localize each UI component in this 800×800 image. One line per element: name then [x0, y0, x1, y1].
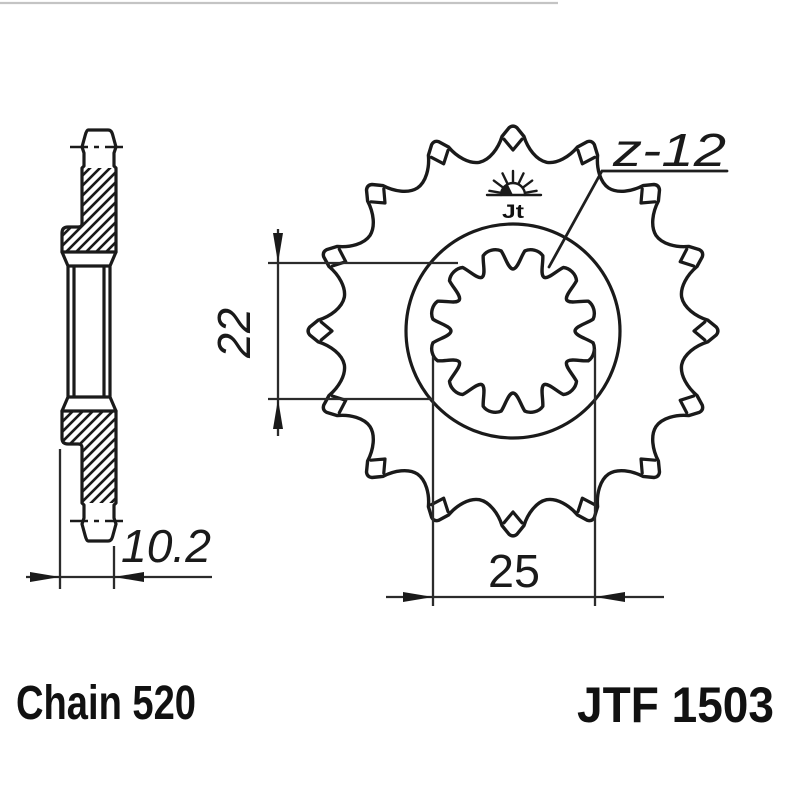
dim-tooth-span-label: 22 [208, 308, 260, 359]
section-view [60, 128, 128, 543]
section-sleeve [60, 250, 118, 413]
arrowhead-icon [403, 592, 433, 602]
dim-22-lines [268, 229, 458, 436]
section-lower-outline [60, 409, 118, 543]
sun-arc-icon [499, 181, 527, 197]
arrowhead-icon [273, 399, 283, 429]
dim-hub-width-label: 10.2 [121, 520, 211, 572]
tooth-tip-chamfer-marks [319, 137, 707, 525]
section-upper-outline [60, 128, 118, 254]
arrowhead-icon [273, 233, 283, 263]
sun-rays-icon [488, 169, 538, 194]
spline-bore-outline [430, 248, 596, 414]
part-number-label: JTF 1503 [577, 677, 774, 733]
arrowhead-icon [30, 572, 60, 582]
sprocket-teeth-outline [306, 124, 720, 538]
teeth-label-leader [547, 169, 729, 269]
jt-sun-logo: Jt [485, 169, 543, 223]
dim-spline-bore-label: 25 [488, 545, 540, 597]
logo-text: Jt [502, 202, 525, 223]
dimension-arrowheads [30, 233, 625, 602]
front-view [306, 124, 720, 538]
sun-fill-icon [501, 184, 513, 195]
hatching-lower [62, 411, 116, 503]
arrowhead-icon [114, 572, 144, 582]
arrowhead-icon [595, 592, 625, 602]
chain-size-label: Chain 520 [16, 677, 196, 730]
hub-circle [404, 222, 622, 440]
teeth-count-label: z-12 [612, 124, 726, 176]
dimension-lines [26, 169, 729, 606]
